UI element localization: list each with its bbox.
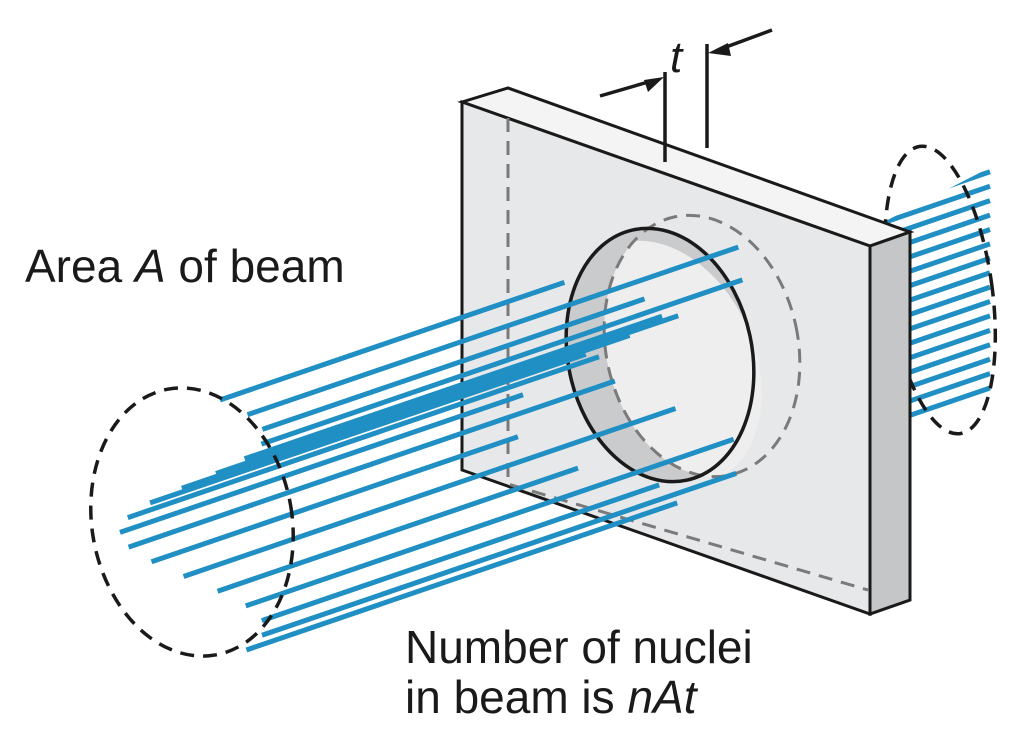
thickness-arrowhead-right <box>708 43 731 56</box>
near-beam-cross-section <box>89 386 295 658</box>
near-beam-lines <box>119 244 744 653</box>
beam-ray <box>261 296 646 432</box>
slab-hole-front-rim <box>564 226 756 484</box>
beam-ray <box>245 500 679 653</box>
beam-ray <box>260 482 661 623</box>
thickness-label: t <box>670 33 684 82</box>
beam-ray <box>149 351 587 506</box>
beam-ray <box>216 465 579 594</box>
nuclei-count-label-line1: Number of nuclei <box>405 621 753 673</box>
beam-area-label: Area A of beam <box>25 240 345 292</box>
beam-ray <box>181 333 631 491</box>
slab-hidden-edges <box>506 118 869 592</box>
beam-ray <box>260 277 744 447</box>
beam-ray <box>215 313 680 476</box>
beam-ray <box>244 436 735 609</box>
thickness-dimension <box>599 28 773 162</box>
beam-ray <box>246 244 740 418</box>
beam-ray <box>243 313 663 462</box>
beam-ray <box>126 354 600 520</box>
beam-ray <box>219 280 566 403</box>
beam-ray <box>261 471 738 638</box>
beam-ray <box>182 406 677 579</box>
beam-ray <box>150 434 519 565</box>
nuclei-count-label-line2: in beam is nAt <box>405 671 699 723</box>
beam-ray <box>127 378 616 550</box>
thickness-arrowhead-left <box>644 77 664 92</box>
slab-side-face <box>868 229 912 617</box>
beam-ray-exit <box>870 183 991 230</box>
target-slab <box>457 86 915 617</box>
slab-hole-back-edge <box>602 213 802 479</box>
beam-ray <box>119 392 524 535</box>
